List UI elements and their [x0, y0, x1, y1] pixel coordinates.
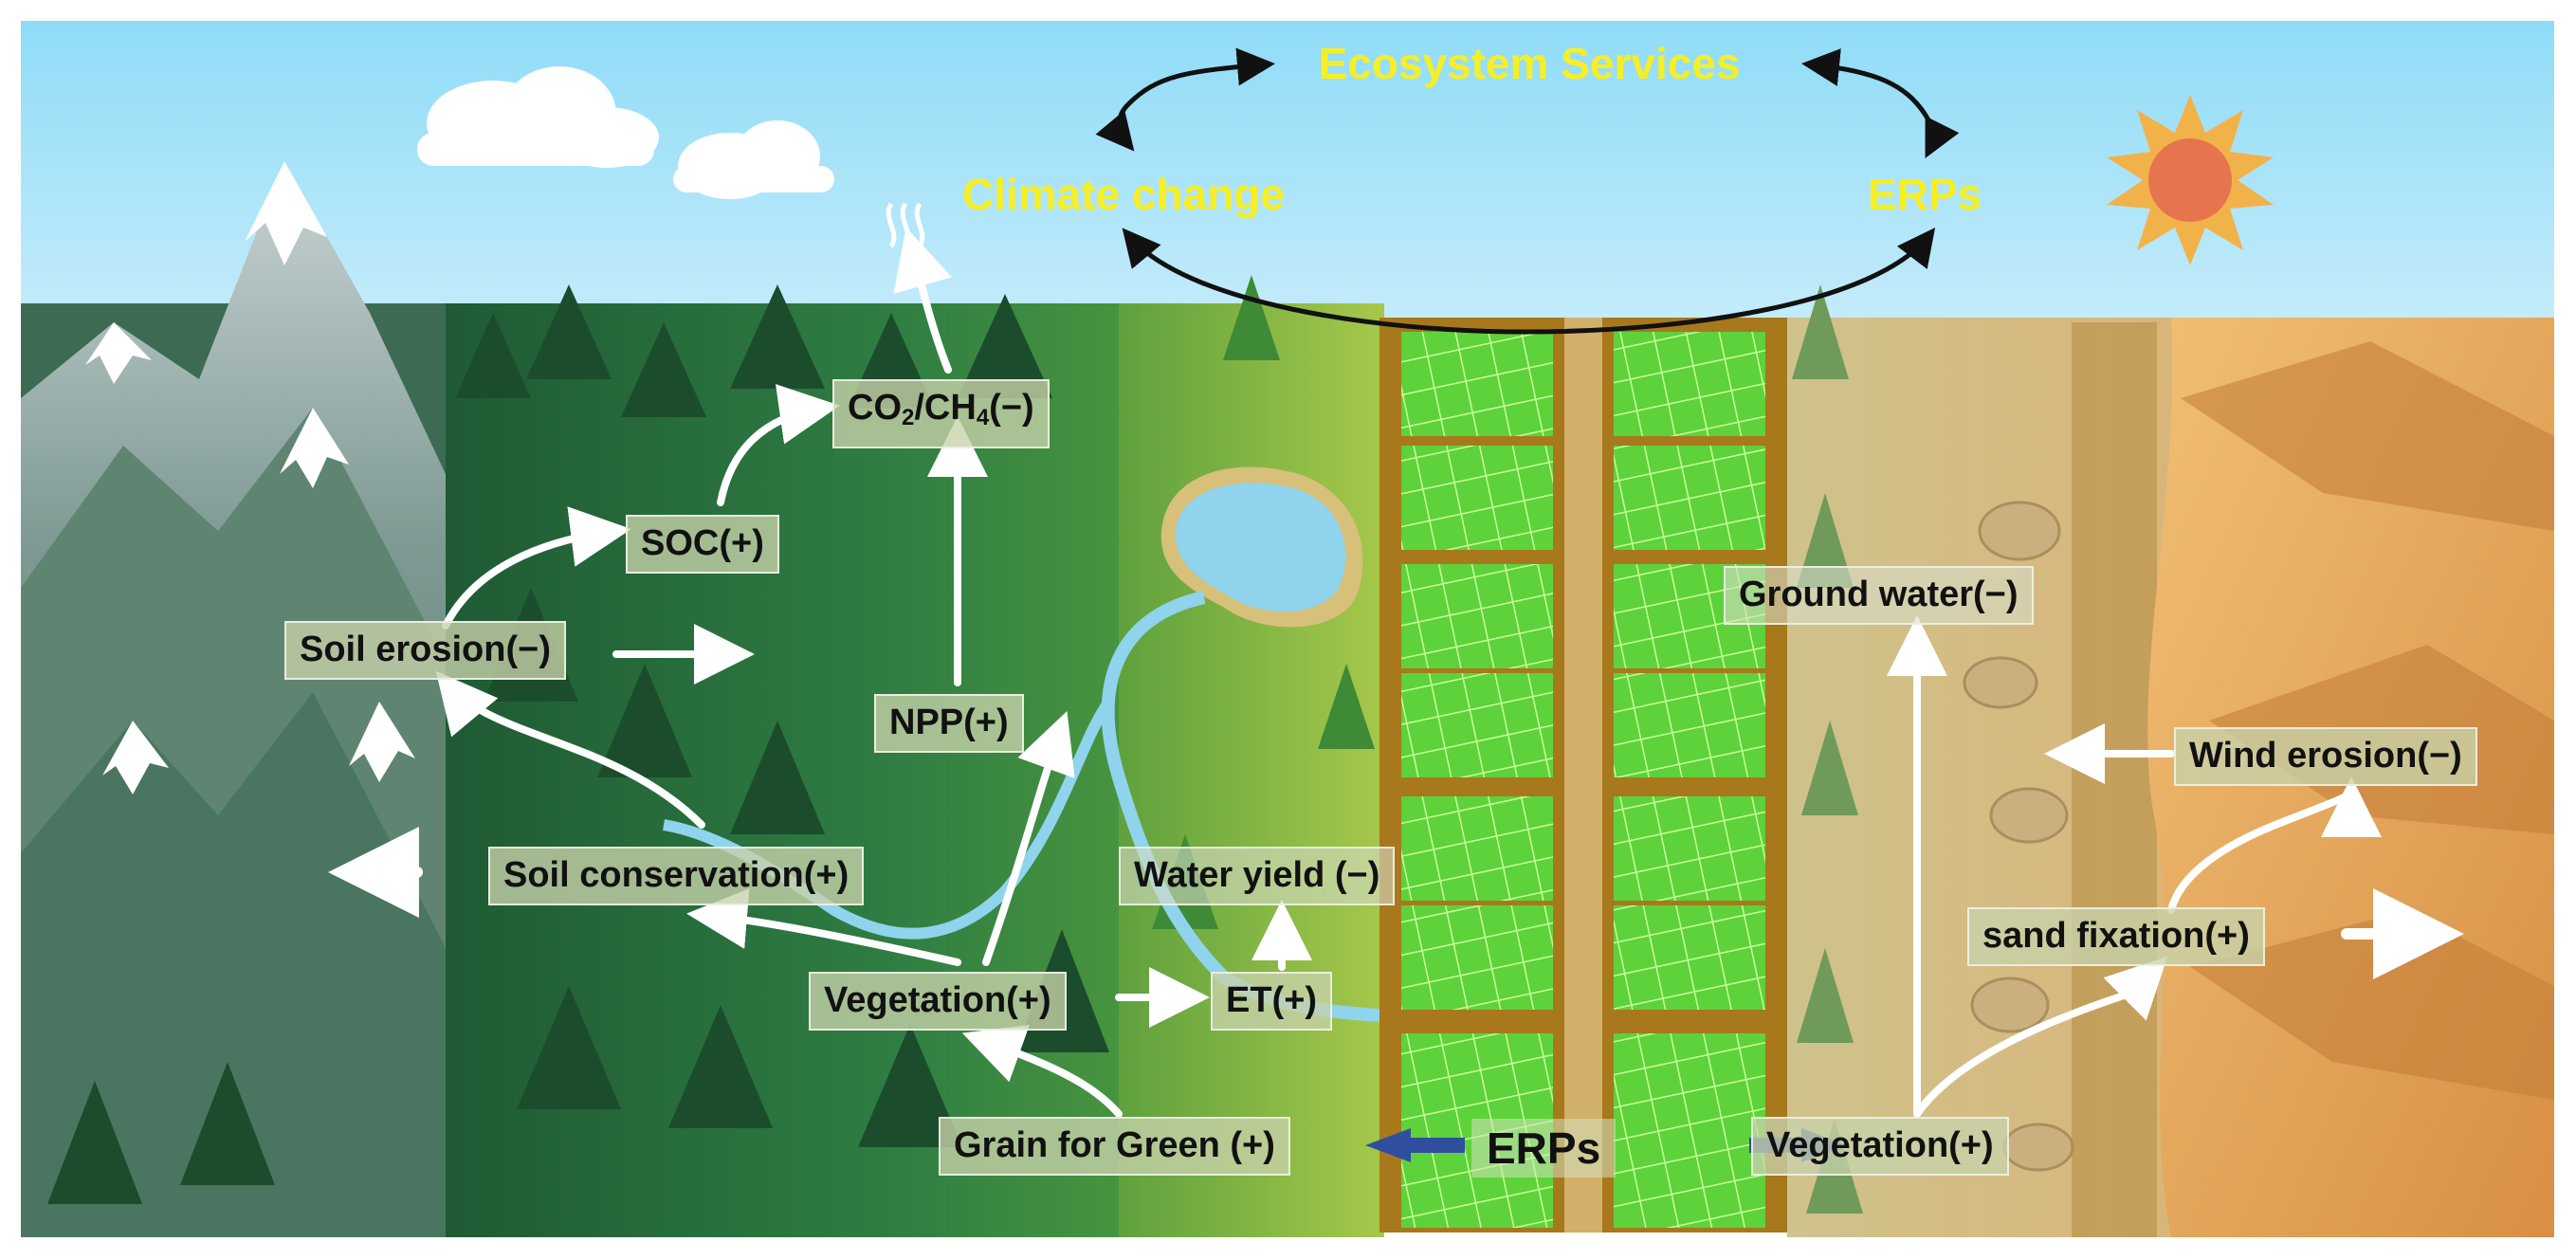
ground-water-label: Ground water(−) [1724, 566, 2034, 625]
cycle-arrow-bottom [1122, 228, 1936, 335]
sand-fixation-label: sand fixation(+) [1967, 907, 2265, 966]
erps-center-label: ERPs [1471, 1119, 1617, 1178]
cloud-icon [673, 120, 834, 199]
cycle-arrow-top-right [1801, 48, 1960, 158]
erp-double-arrow-left [1365, 1128, 1465, 1162]
pond [1160, 466, 1363, 628]
wind-erosion-label: Wind erosion(−) [2174, 727, 2477, 786]
soc-label: SOC(+) [626, 515, 779, 574]
co2-ch4-label: CO2/CH4(−) [832, 379, 1050, 448]
npp-label: NPP(+) [874, 694, 1024, 753]
cloud-icon [417, 66, 659, 168]
water-yield-label: Water yield (−) [1119, 847, 1396, 905]
tree-icons [1792, 284, 1863, 1214]
et-label: ET(+) [1211, 972, 1333, 1031]
vegetation-left-label: Vegetation(+) [809, 972, 1067, 1031]
erps-label-top: ERPs [1867, 170, 1982, 219]
sky [21, 21, 2554, 334]
grassland [1119, 303, 1384, 1237]
flow-arrows [328, 227, 2464, 1118]
sun-icon [2107, 95, 2274, 265]
soil-erosion-label: Soil erosion(−) [284, 621, 566, 680]
climate-change-label: Climate change [962, 170, 1285, 219]
soil-conservation-label: Soil conservation(+) [488, 847, 865, 905]
vegetation-right-label: Vegetation(+) [1751, 1117, 2009, 1176]
ecosystem-services-label: Ecosystem Services [1318, 39, 1741, 88]
grain-for-green-label: Grain for Green (+) [939, 1117, 1290, 1176]
cycle-arrow-top [1095, 47, 1275, 152]
